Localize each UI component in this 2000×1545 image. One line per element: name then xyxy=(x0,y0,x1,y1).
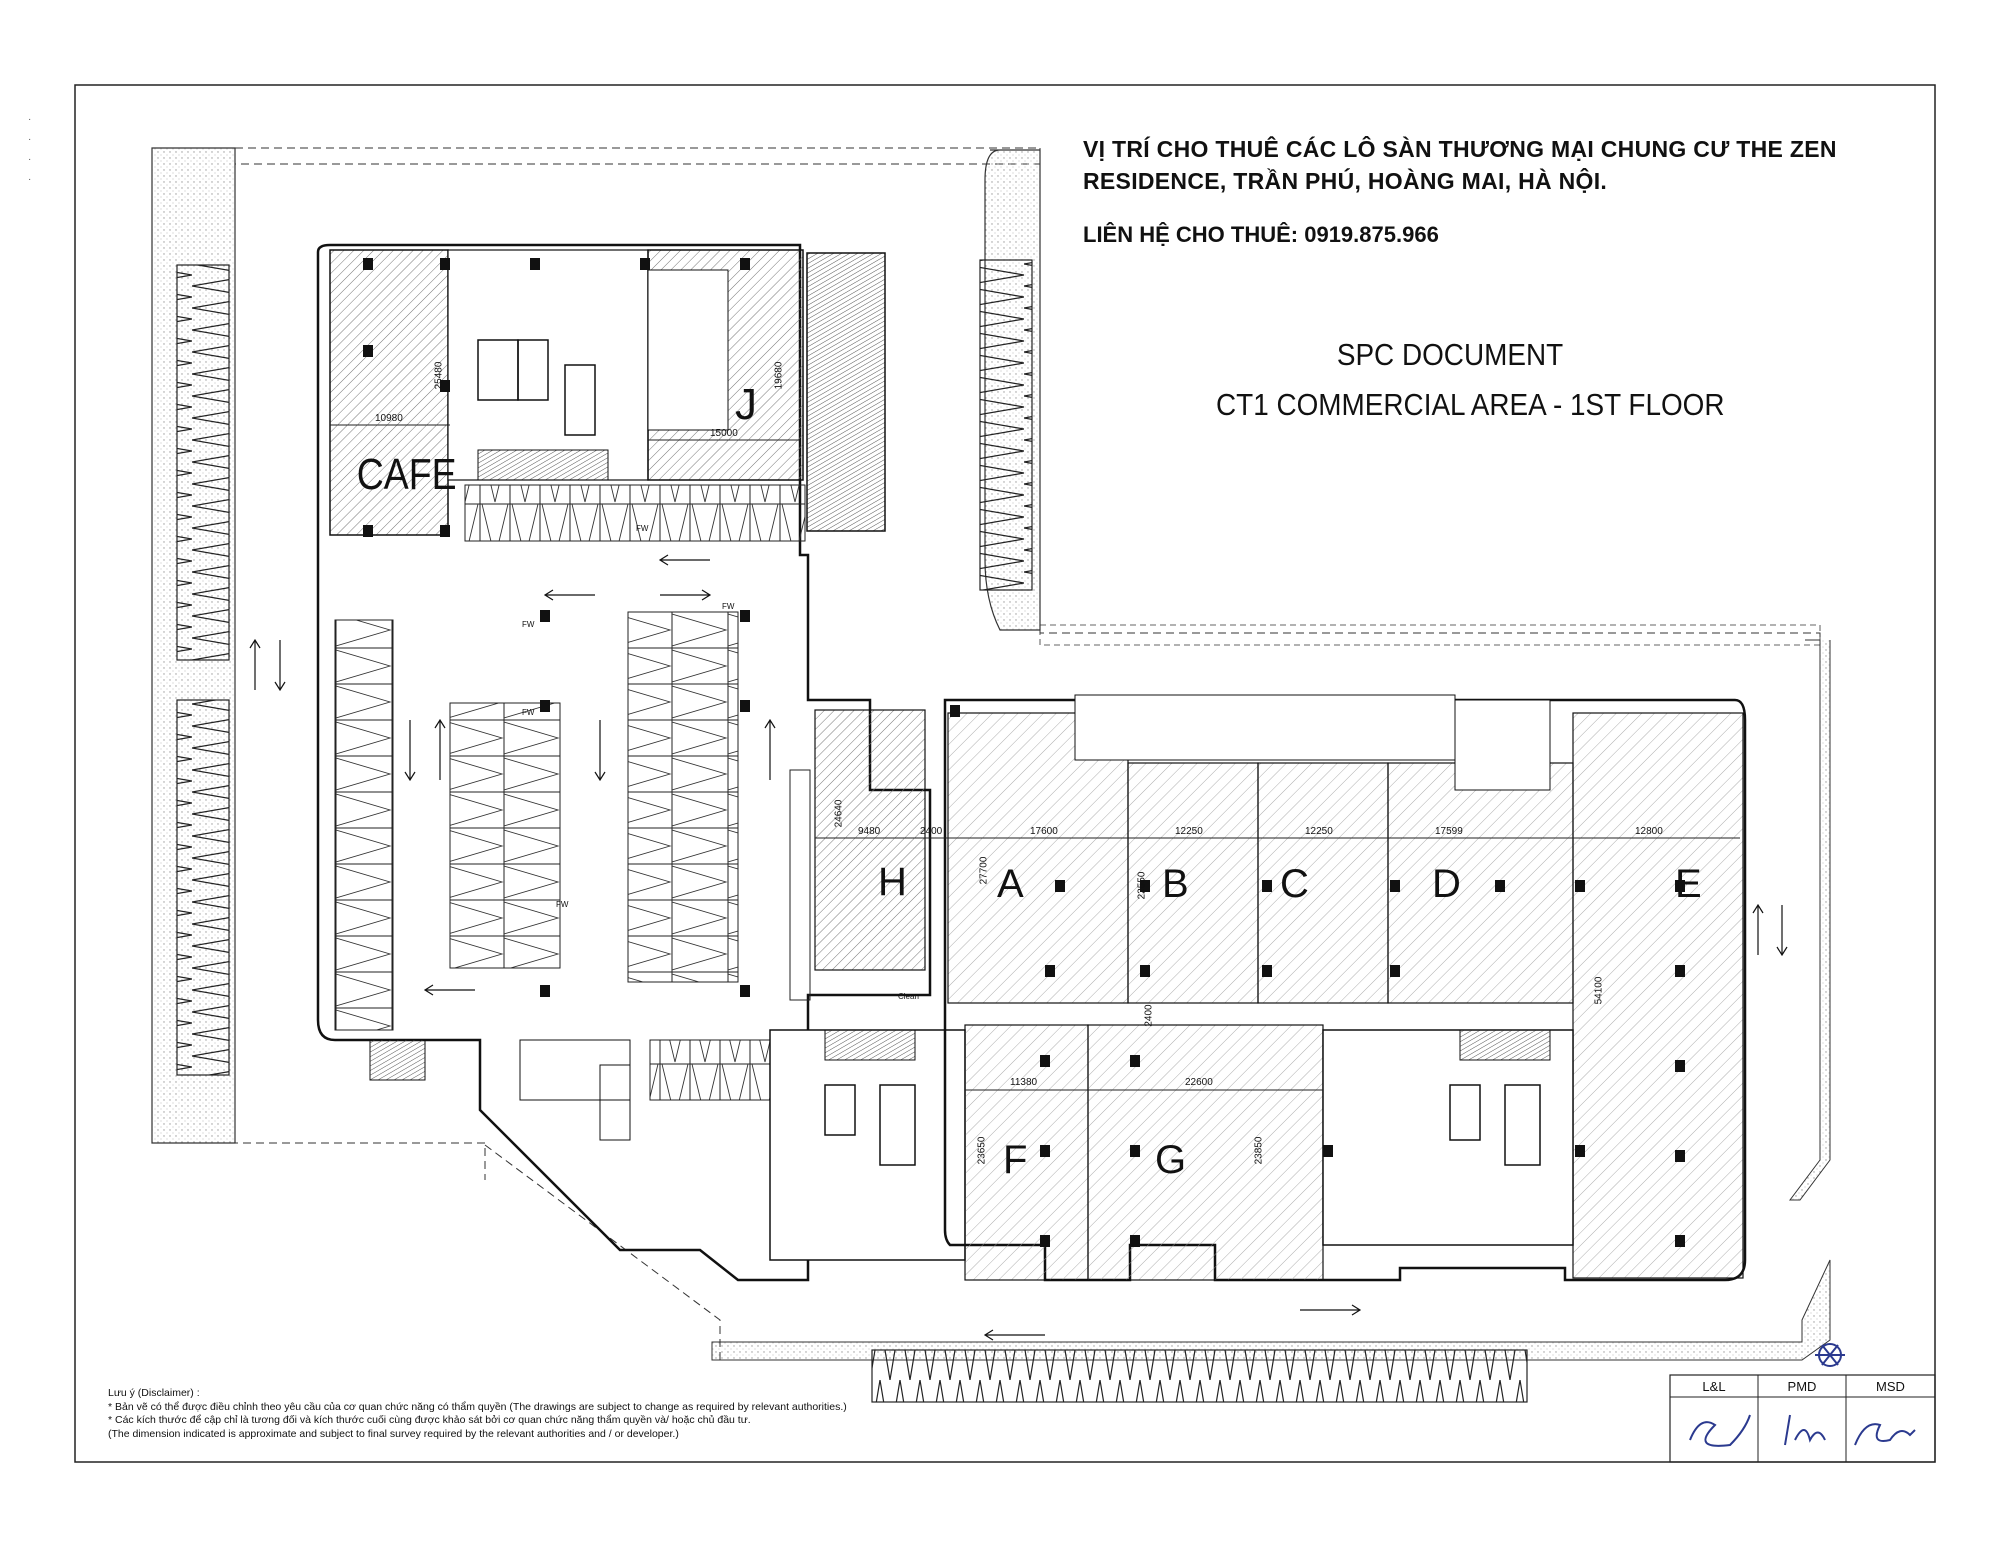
disclaimer-line-3: (The dimension indicated is approximate … xyxy=(108,1427,679,1440)
unit-label-a: A xyxy=(997,862,1024,906)
signature-header-ll: L&L xyxy=(1702,1378,1726,1394)
contact-line: LIÊN HỆ CHO THUÊ: 0919.875.966 xyxy=(1083,222,1439,247)
document-title: SPC DOCUMENT CT1 COMMERCIAL AREA - 1ST F… xyxy=(1216,330,1725,430)
disclaimer-heading: Lưu ý (Disclaimer) : xyxy=(108,1387,200,1399)
dim-a-height: 27700 xyxy=(978,856,990,885)
dim-j-width: 15000 xyxy=(710,428,738,439)
dim-f-height: 23650 xyxy=(976,1136,988,1165)
dim-h-height: 24640 xyxy=(833,799,845,828)
page-title: VỊ TRÍ CHO THUÊ CÁC LÔ SÀN THƯƠNG MẠI CH… xyxy=(1083,133,1903,197)
signature-header-pmd: PMD xyxy=(1787,1378,1817,1394)
dim-b-width: 12250 xyxy=(1175,826,1203,837)
disclaimer-line-1: * Bản vẽ có thể được điều chỉnh theo yêu… xyxy=(108,1400,847,1413)
dim-cafe-height: 25480 xyxy=(433,361,445,390)
label-fw-4: FW xyxy=(636,524,649,533)
dim-j-height: 19680 xyxy=(773,361,785,390)
dim-g-width: 22600 xyxy=(1185,1077,1213,1088)
document-title-line-1: SPC DOCUMENT xyxy=(1336,337,1564,372)
signature-ll xyxy=(1689,1414,1751,1447)
unit-label-e: E xyxy=(1675,862,1702,906)
label-fw-1: FW xyxy=(522,620,535,629)
label-clean: Clean xyxy=(898,992,919,1001)
unit-label-d: D xyxy=(1432,862,1461,906)
dim-fg-gap: 2400 xyxy=(1143,1004,1155,1027)
unit-label-b: B xyxy=(1162,862,1189,906)
disclaimer: Lưu ý (Disclaimer) : * Bản vẽ có thể đượ… xyxy=(108,1387,847,1441)
signature-msd xyxy=(1854,1423,1916,1446)
dim-h-width: 9480 xyxy=(858,826,881,837)
unit-label-cafe: CAFE xyxy=(356,450,457,499)
dim-a-width: 17600 xyxy=(1030,826,1058,837)
label-fw-3: FW xyxy=(522,708,535,717)
document-title-line-2: CT1 COMMERCIAL AREA - 1ST FLOOR xyxy=(1216,387,1725,422)
dim-d-width: 17599 xyxy=(1435,826,1463,837)
unit-label-g: G xyxy=(1155,1138,1187,1182)
label-fw-2: FW xyxy=(722,602,735,611)
dim-c-width: 12250 xyxy=(1305,826,1333,837)
title-line-2: RESIDENCE, TRẦN PHÚ, HOÀNG MAI, HÀ NỘI. xyxy=(1083,168,1608,194)
dim-cafe-width: 10980 xyxy=(375,413,403,424)
unit-label-c: C xyxy=(1280,862,1309,906)
dim-e-height: 54100 xyxy=(1593,976,1605,1005)
dim-b-height: 22550 xyxy=(1136,871,1148,900)
unit-label-h: H xyxy=(878,860,907,904)
signature-pmd xyxy=(1784,1343,1845,1446)
dim-gap: 2400 xyxy=(920,826,943,837)
dim-f-width: 11380 xyxy=(1010,1077,1038,1088)
disclaimer-line-2: * Các kích thước để cập chỉ là tương đối… xyxy=(108,1414,751,1426)
signature-header-msd: MSD xyxy=(1876,1378,1905,1394)
title-line-1: VỊ TRÍ CHO THUÊ CÁC LÔ SÀN THƯƠNG MẠI CH… xyxy=(1083,136,1837,162)
scan-edge-marks: ···· xyxy=(28,114,32,185)
unit-label-f: F xyxy=(1003,1138,1028,1182)
dim-e-width: 12800 xyxy=(1635,826,1663,837)
dim-g-height: 23850 xyxy=(1253,1136,1265,1165)
unit-label-j: J xyxy=(735,380,757,429)
label-fw-5: FW xyxy=(556,900,569,909)
